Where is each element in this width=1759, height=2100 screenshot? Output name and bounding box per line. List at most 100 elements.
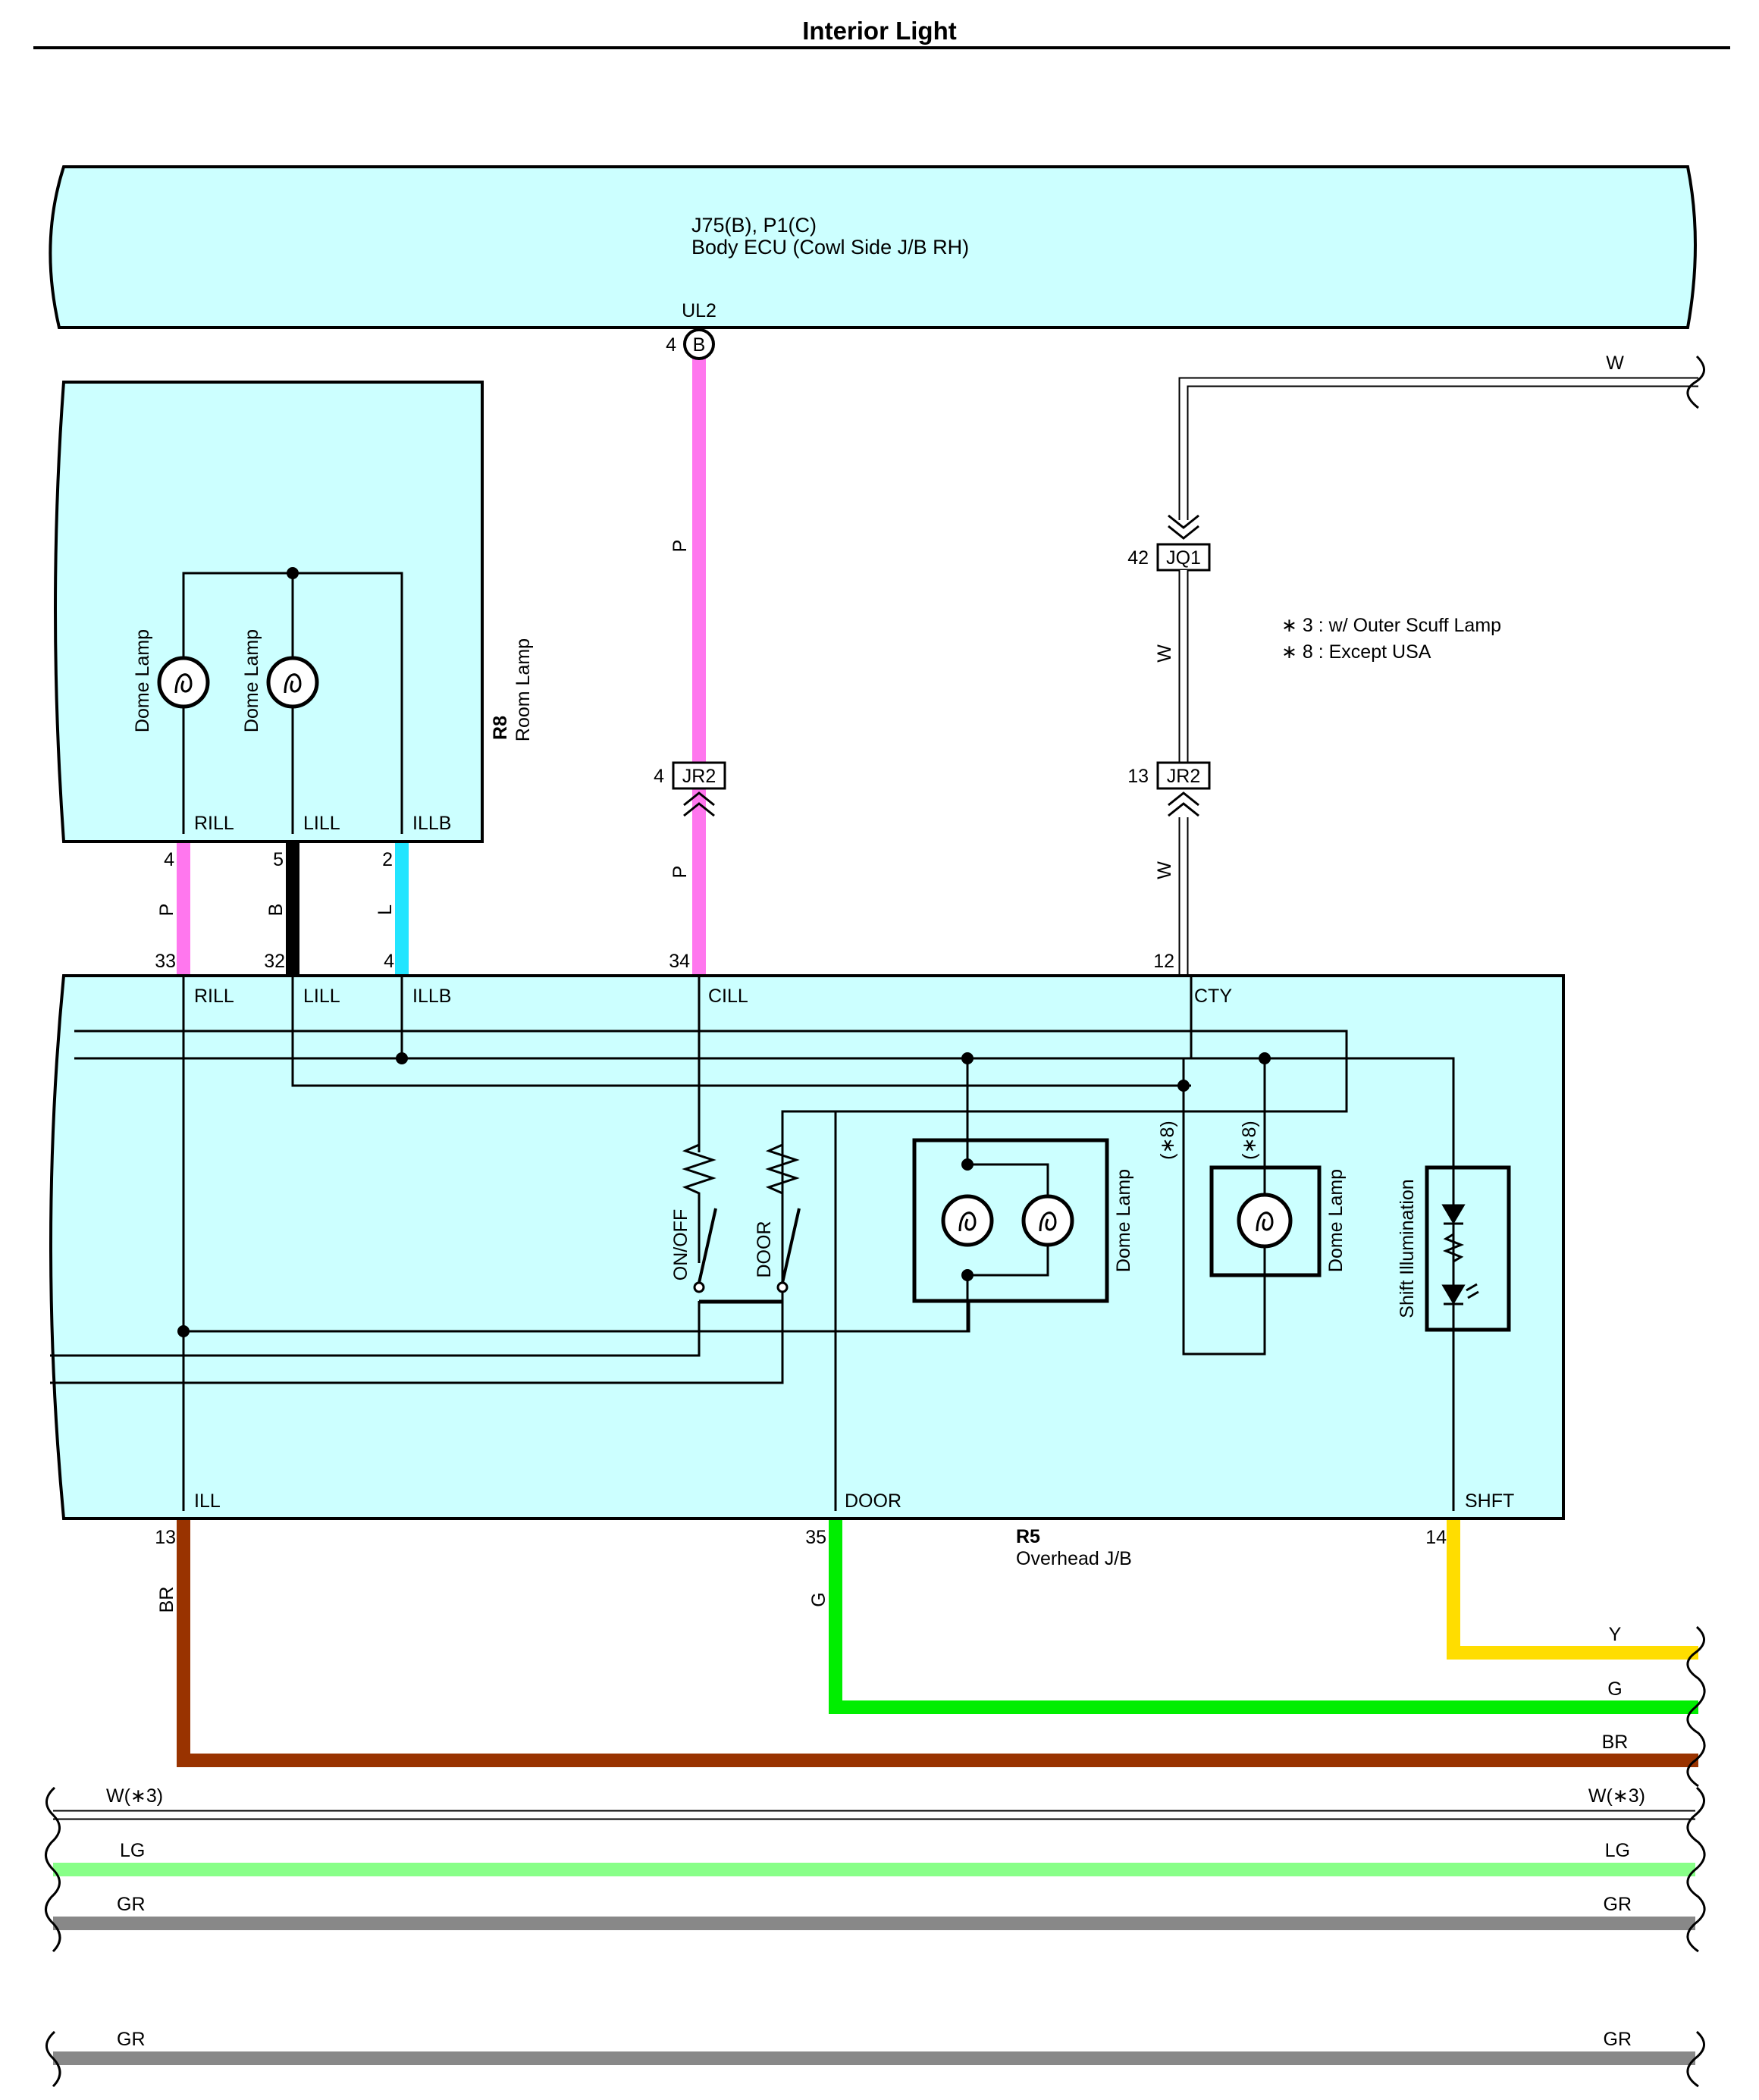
ul2-connector-letter: B	[693, 334, 706, 356]
bus-white-right: W(∗3)	[1588, 1785, 1645, 1807]
wire-shft-yellow	[1447, 1520, 1698, 1660]
option-mark-dome: (∗8)	[1239, 1121, 1260, 1160]
shift-illumination-label: Shift Illumination	[1397, 1179, 1418, 1318]
jr2-right-chevron-icon	[1168, 791, 1199, 817]
ul2-wire-color-lower: P	[669, 866, 691, 879]
jb-pin-illb: 4	[384, 951, 394, 972]
room-lamp-junction-dot	[287, 567, 299, 579]
door-switch-resistor-icon	[765, 1131, 800, 1205]
jb-dome-lamp-single-label: Dome Lamp	[1325, 1169, 1347, 1272]
room-terminal-rill: RILL	[194, 813, 234, 834]
room-lamp-name: Room Lamp	[513, 638, 534, 741]
jr2-left-label: JR2	[682, 766, 716, 787]
jr2-left-box	[672, 761, 726, 790]
jr2-right-pin: 13	[1127, 766, 1149, 787]
shift-led-rays-icon	[1466, 1283, 1479, 1299]
jb-pin-door: 35	[805, 1527, 826, 1548]
room-terminal-illb: ILLB	[412, 813, 451, 834]
on-off-switch-blade	[698, 1208, 717, 1284]
bus-left-break-icon	[45, 1786, 61, 2088]
overhead-jb-name: Overhead J/B	[1016, 1548, 1132, 1569]
ul2-terminal-label: UL2	[682, 300, 716, 321]
bus-white-left: W(∗3)	[106, 1785, 163, 1807]
output-label-brown: BR	[1602, 1732, 1629, 1753]
jb-terminal-lill: LILL	[303, 986, 340, 1007]
jb-dome-lamp-single-box	[1209, 1165, 1322, 1277]
cty-wire-color-upper: W	[1154, 644, 1175, 663]
bus-right-break-icon	[1686, 1786, 1706, 2088]
jb-dot-dome2	[1259, 1052, 1271, 1064]
jq1-chevron-icon	[1168, 514, 1199, 540]
room-lamp-code: R8	[490, 716, 511, 740]
ul2-connector-circle	[683, 328, 715, 360]
jr2-left-pin: 4	[654, 766, 664, 787]
jb-pin-rill: 33	[155, 951, 176, 972]
body-ecu-block	[49, 165, 1697, 329]
jb-dome-dot-top	[961, 1158, 974, 1171]
jb-terminal-rill: RILL	[194, 986, 234, 1007]
room-pin-illb: 2	[382, 849, 393, 870]
room-terminal-lill: LILL	[303, 813, 340, 834]
jb-dome-lamp-left-bulb-icon	[958, 1211, 977, 1232]
jb-terminal-cty: CTY	[1194, 986, 1232, 1007]
on-off-switch-resistor-icon	[682, 1131, 716, 1205]
wire-cty-white-outer	[1178, 377, 1698, 520]
bus-gr1-right: GR	[1604, 1894, 1632, 1915]
output-label-green: G	[1607, 1678, 1622, 1700]
cill-pin: 34	[669, 951, 690, 972]
bus-lg-left: LG	[120, 1840, 145, 1861]
option-mark-cty: (∗8)	[1157, 1121, 1178, 1160]
illb-wire-color: L	[375, 904, 396, 915]
cty-pin: 12	[1153, 951, 1174, 972]
ul2-pin: 4	[666, 334, 676, 356]
output-label-yellow: Y	[1609, 1624, 1622, 1645]
room-dome-lamp-right-label: Dome Lamp	[241, 629, 262, 732]
jb-dome-lamp-pair-box	[912, 1138, 1109, 1303]
jr2-right-label: JR2	[1167, 766, 1200, 787]
shift-illumination-box	[1425, 1165, 1511, 1332]
room-lamp-block	[54, 381, 484, 843]
cty-wire-color-lower: W	[1154, 861, 1175, 879]
jb-terminal-ill: ILL	[194, 1490, 221, 1512]
jb-pin-lill: 32	[264, 951, 285, 972]
jb-pin-ill: 13	[155, 1527, 176, 1548]
output-break-icon	[1686, 1625, 1706, 1788]
bus-lg-right: LG	[1605, 1840, 1630, 1861]
jb-terminal-cill: CILL	[708, 986, 748, 1007]
on-off-switch-label: ON/OFF	[670, 1209, 691, 1280]
door-wire-color: G	[808, 1592, 829, 1606]
jb-dome-lamp-pair-label: Dome Lamp	[1113, 1169, 1134, 1272]
bus-gr2-right: GR	[1604, 2029, 1632, 2050]
room-pin-lill: 5	[273, 849, 284, 870]
top-right-wire-color: W	[1606, 353, 1624, 374]
jb-terminal-shft: SHFT	[1465, 1490, 1514, 1512]
jb-terminal-illb: ILLB	[412, 986, 451, 1007]
jq1-label: JQ1	[1166, 547, 1201, 569]
jb-dot-cty	[1177, 1080, 1190, 1092]
jb-dot-ill	[177, 1325, 190, 1337]
room-dome-lamp-left-label: Dome Lamp	[132, 629, 153, 732]
body-ecu-code: J75(B), P1(C)	[691, 214, 817, 237]
jb-terminal-door: DOOR	[845, 1490, 901, 1512]
room-pin-rill: 4	[164, 849, 174, 870]
jr2-right-box	[1156, 761, 1211, 790]
door-switch-blade	[781, 1208, 801, 1284]
bus-gr2-left: GR	[117, 2029, 146, 2050]
room-dome-lamp-right-bulb-icon	[284, 673, 302, 694]
lill-wire-color: B	[265, 904, 287, 917]
body-ecu-name: Body ECU (Cowl Side J/B RH)	[691, 236, 969, 259]
jr2-left-chevron-icon	[683, 791, 715, 817]
wire-cty-white-inner	[1180, 378, 1698, 520]
shift-led-lower-icon	[1441, 1284, 1466, 1305]
wire-door-green	[829, 1520, 1698, 1714]
note-3: ∗ 3 : w/ Outer Scuff Lamp	[1281, 615, 1501, 636]
page-title: Interior Light	[802, 17, 956, 45]
ul2-wire-color-upper: P	[669, 540, 691, 553]
overhead-jb-code: R5	[1016, 1526, 1040, 1547]
jb-dot-illb	[396, 1052, 408, 1064]
shift-resistor-icon	[1442, 1224, 1465, 1286]
jb-dome-lamp-right-bulb-icon	[1039, 1211, 1057, 1232]
door-switch-label: DOOR	[754, 1221, 775, 1278]
bus-gr1-left: GR	[117, 1894, 146, 1915]
